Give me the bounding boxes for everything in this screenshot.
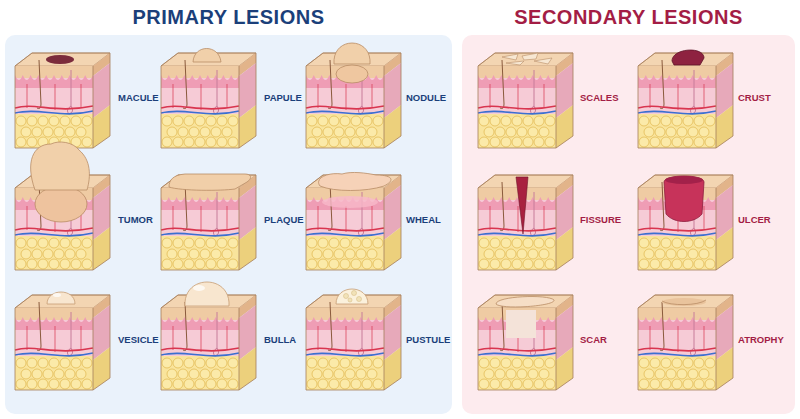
scar-illustration	[478, 295, 573, 390]
skin-block	[638, 175, 733, 270]
skin-block	[15, 175, 110, 270]
scale-flake	[522, 53, 538, 60]
vesicle-blister	[47, 292, 75, 304]
crust-illustration	[638, 50, 733, 148]
ulcer-illustration	[638, 175, 733, 270]
fissure-crack	[516, 177, 528, 234]
pustule-illustration	[306, 289, 401, 390]
plaque-raise	[169, 174, 251, 190]
pus-dot	[344, 294, 349, 299]
lesion-label: TUMOR	[118, 214, 153, 226]
lesion-panel: SECONDARY LESIONS	[462, 35, 795, 414]
skin-block	[161, 175, 256, 270]
scar-raise	[496, 297, 554, 307]
wheal-edema	[322, 196, 378, 208]
papule-bump	[193, 49, 221, 63]
lesion-label: ATROPHY	[738, 334, 784, 346]
skin-block	[15, 295, 110, 390]
pus-dot	[348, 298, 352, 302]
skin-block	[478, 53, 573, 148]
wheal-illustration	[306, 172, 401, 270]
skin-block	[306, 53, 401, 148]
macule-spot	[46, 55, 74, 64]
lesion-label: MACULE	[118, 92, 159, 104]
lesion-label: FISSURE	[580, 214, 621, 226]
pustule-blister	[336, 289, 368, 304]
skin-block	[161, 295, 256, 390]
lesion-label: SCAR	[580, 334, 607, 346]
skin-block	[161, 53, 256, 148]
skin-block	[15, 53, 110, 148]
lesion-label: PLAQUE	[264, 214, 304, 226]
fluid-highlight	[193, 285, 205, 291]
tumor-illustration	[15, 142, 110, 270]
lesion-label: PAPULE	[264, 92, 302, 104]
lesion-label: CRUST	[738, 92, 771, 104]
scale-flake	[534, 58, 552, 64]
skin-block	[478, 295, 573, 390]
plaque-illustration	[161, 174, 256, 270]
skin-block	[638, 53, 733, 148]
atrophy-illustration	[638, 295, 733, 390]
skin-block	[306, 175, 401, 270]
lesion-label: WHEAL	[406, 214, 441, 226]
scar-fibrosis	[506, 310, 536, 338]
fissure-illustration	[478, 175, 573, 270]
scales-illustration	[478, 53, 573, 148]
pus-dot	[357, 297, 362, 302]
tumor-deep	[35, 186, 87, 222]
panel-heading: PRIMARY LESIONS	[5, 2, 452, 32]
lesion-label: NODULE	[406, 92, 446, 104]
pus-dot	[352, 291, 357, 296]
crust-mass	[672, 50, 704, 65]
nodule-illustration	[306, 43, 401, 148]
bulla-illustration	[161, 282, 256, 390]
lesion-label: BULLA	[264, 334, 296, 346]
panel-heading: SECONDARY LESIONS	[462, 2, 795, 32]
lesion-label: SCALES	[580, 92, 619, 104]
macule-illustration	[15, 53, 110, 148]
papule-illustration	[161, 49, 256, 149]
wheal-raise	[319, 172, 391, 190]
lesion-panel: PRIMARY LESIONS	[5, 35, 452, 414]
scale-flake	[502, 54, 518, 60]
skin-block	[478, 175, 573, 270]
fluid-highlight	[53, 293, 61, 297]
skin-block	[638, 295, 733, 390]
scale-flake	[506, 61, 524, 65]
atrophy-depression	[662, 298, 706, 306]
ulcer-crater	[664, 176, 704, 222]
bulla-blister	[185, 282, 229, 306]
atrophy-edge	[662, 300, 706, 305]
skin-block	[306, 295, 401, 390]
nodule-bump	[334, 43, 370, 64]
vesicle-illustration	[15, 292, 110, 390]
lesion-label: ULCER	[738, 214, 771, 226]
nodule-deep	[336, 65, 368, 83]
tumor-mass	[31, 142, 90, 190]
lesion-label: VESICLE	[118, 334, 159, 346]
ulcer-rim	[665, 176, 703, 184]
lesion-label: PUSTULE	[406, 334, 450, 346]
